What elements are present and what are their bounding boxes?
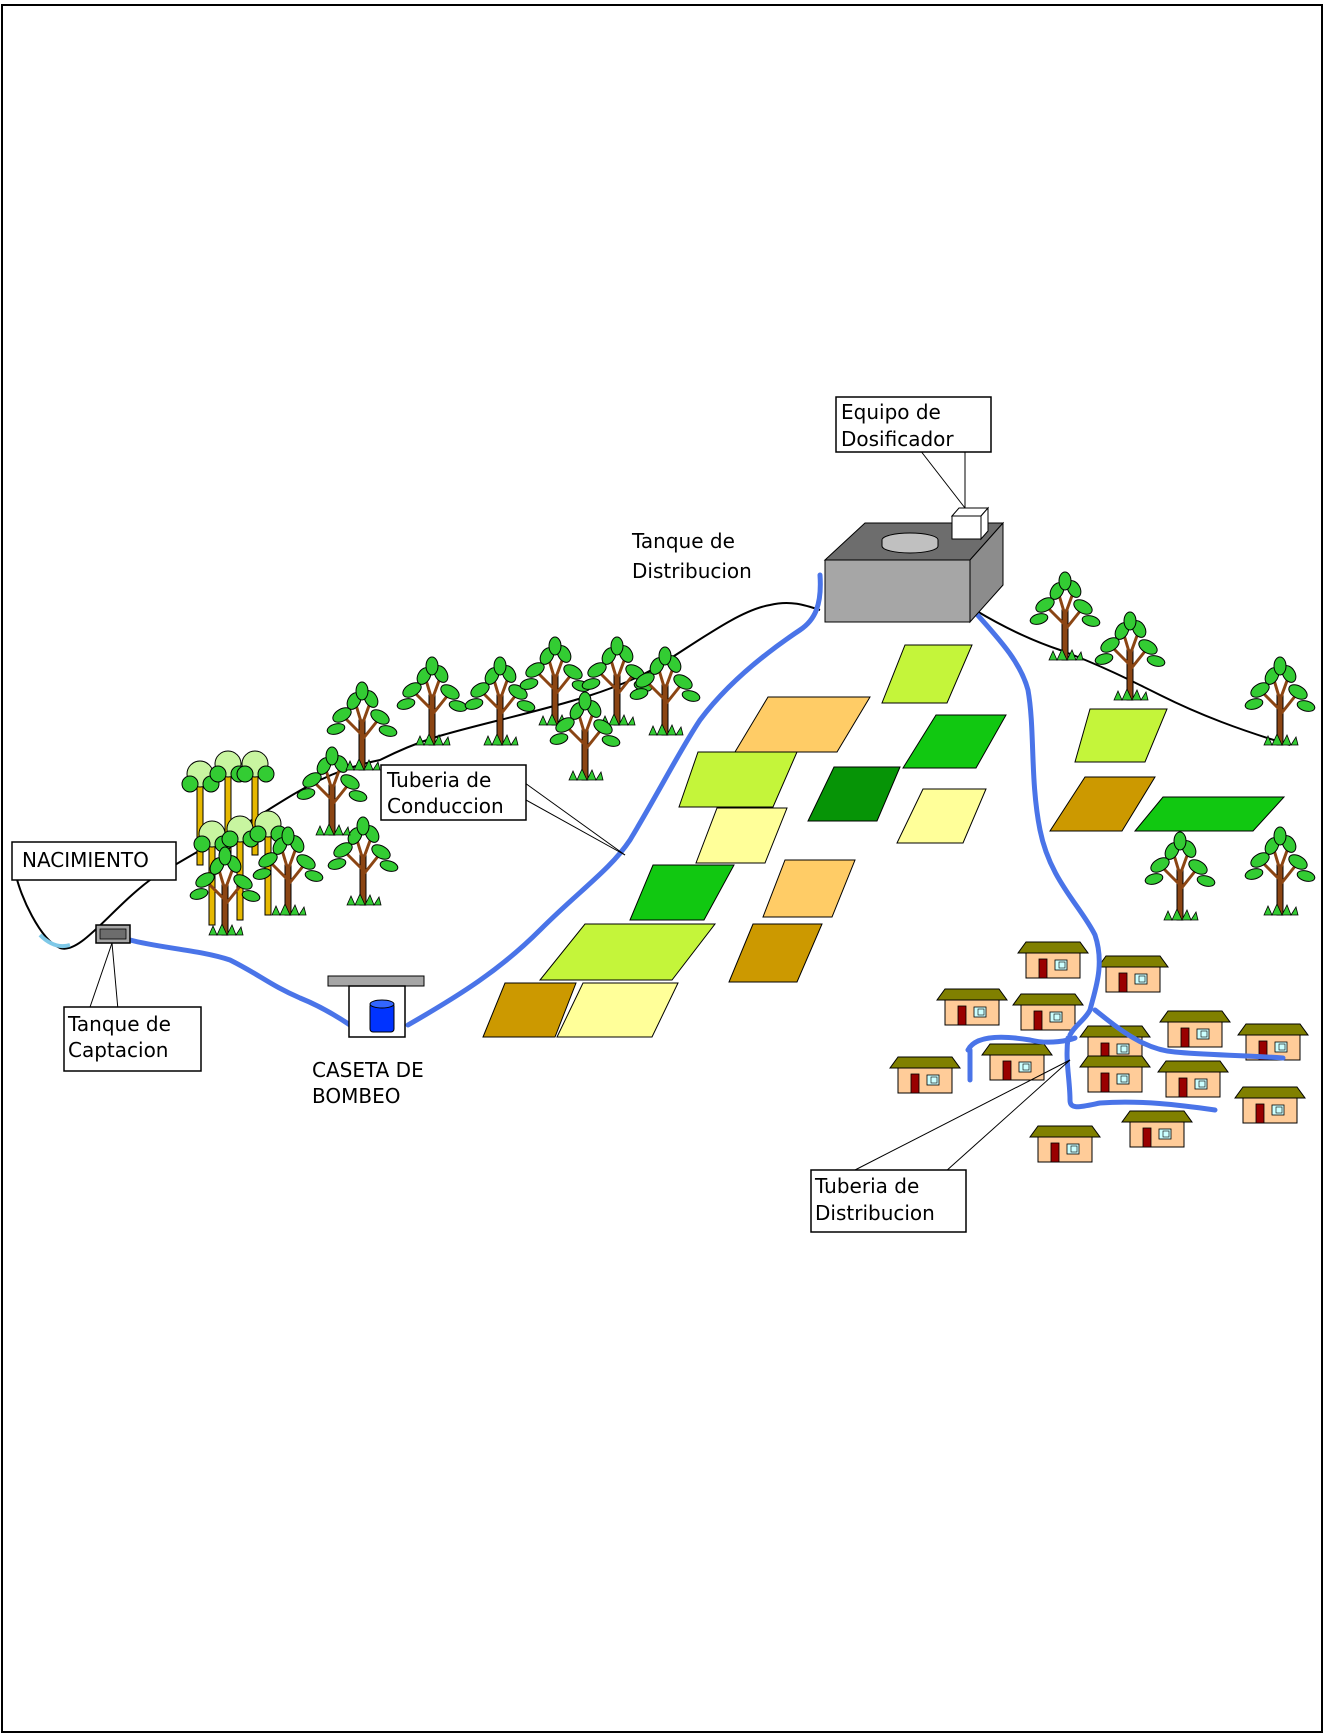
tuberia-distribucion-line2: Distribucion [815, 1201, 935, 1225]
tanque-captacion-line1: Tanque de [67, 1012, 171, 1036]
spring-water [38, 933, 71, 949]
dosing-equipment [950, 506, 990, 541]
hill-line-right [974, 609, 1291, 746]
tanque-distribucion-line2: Distribucion [632, 559, 752, 583]
tanque-distribucion-line1: Tanque de [631, 529, 735, 553]
label-nacimiento: NACIMIENTO [11, 841, 177, 881]
pump-house [327, 975, 425, 1038]
nacimiento-label: NACIMIENTO [22, 848, 149, 872]
tuberia-distribucion-line1: Tuberia de [814, 1174, 919, 1198]
tanque-captacion-line2: Captacion [68, 1038, 168, 1062]
capture-tank [95, 924, 131, 944]
caseta-bombeo-line1: CASETA DE [312, 1058, 424, 1082]
label-caseta-bombeo: CASETA DE BOMBEO [312, 1058, 424, 1108]
tuberia-conduccion-line1: Tuberia de [386, 768, 491, 792]
page-frame [1, 4, 1323, 1733]
forest-right [1027, 570, 1318, 922]
tuberia-conduccion-line2: Conduccion [387, 794, 504, 818]
label-tanque-captacion: Tanque de Captacion [63, 942, 202, 1072]
crop-fields [482, 644, 1286, 1038]
pipes [127, 572, 1286, 1113]
label-tanque-distribucion: Tanque de Distribucion [631, 529, 752, 583]
label-tuberia-conduccion: Tuberia de Conduccion [380, 764, 626, 856]
hill-line [15, 601, 821, 950]
caseta-bombeo-line2: BOMBEO [312, 1084, 400, 1108]
equipo-dosificador-line2: Dosificador [841, 427, 954, 451]
label-equipo-dosificador: Equipo de Dosificador [835, 396, 992, 509]
equipo-dosificador-line1: Equipo de [841, 400, 941, 424]
label-tuberia-distribucion: Tuberia de Distribucion [810, 1059, 1071, 1233]
